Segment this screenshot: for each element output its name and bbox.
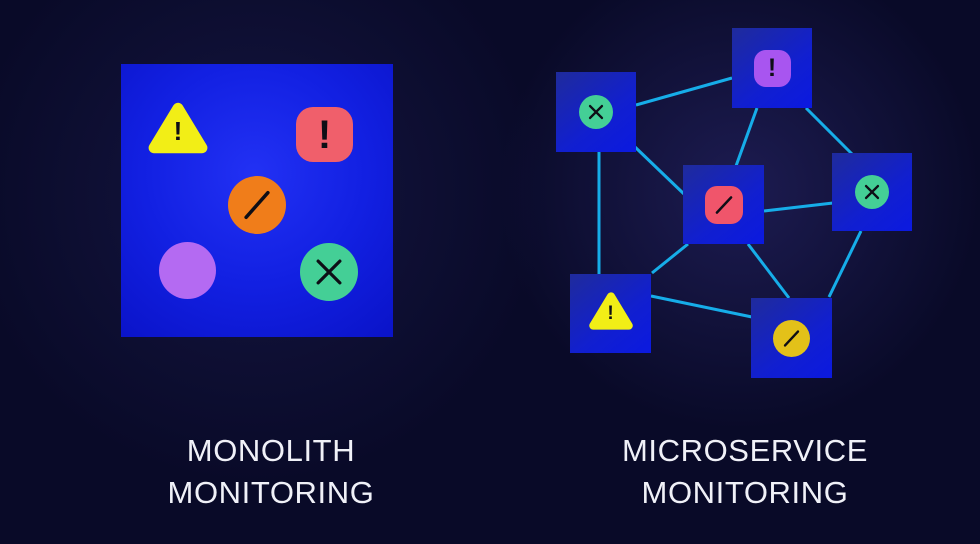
warning-triangle-icon: ! <box>147 101 209 155</box>
slash-glyph <box>783 329 800 347</box>
caption-line: MONOLITH <box>186 433 356 468</box>
exclamation-glyph: ! <box>173 116 183 146</box>
cross-circle-icon <box>300 243 358 301</box>
service-node-top-center: ! <box>732 28 812 108</box>
cross-glyph <box>588 104 604 120</box>
exclamation-glyph: ! <box>317 113 332 157</box>
slash-glyph <box>715 195 732 214</box>
cross-glyph <box>316 259 342 285</box>
service-node-right <box>832 153 912 231</box>
error-badge-icon: ! <box>296 107 353 162</box>
cross-glyph <box>864 184 880 200</box>
plain-circle-icon <box>159 242 216 299</box>
service-node-bottom-right <box>751 298 832 378</box>
service-node-bottom-left: ! <box>570 274 651 353</box>
exclamation-glyph: ! <box>767 53 777 82</box>
cross-circle-icon <box>855 175 889 209</box>
slash-badge-icon <box>704 185 743 224</box>
monolith-caption: MONOLITH MONITORING <box>71 430 471 514</box>
caption-line: MONITORING <box>167 475 375 510</box>
service-node-top-left <box>556 72 636 152</box>
warning-triangle-icon: ! <box>588 291 634 331</box>
cross-circle-icon <box>579 95 613 129</box>
exclamation-glyph: ! <box>607 302 614 324</box>
microservice-caption: MICROSERVICE MONITORING <box>545 430 945 514</box>
slash-circle-icon <box>228 176 286 234</box>
slash-circle-icon <box>773 319 810 357</box>
service-node-center <box>683 165 764 244</box>
slash-glyph <box>244 190 270 220</box>
monolith-container: ! ! <box>121 64 393 337</box>
triangle-shape <box>148 102 208 154</box>
error-badge-icon: ! <box>753 49 791 87</box>
caption-line: MICROSERVICE <box>621 433 869 468</box>
triangle-shape <box>588 291 633 330</box>
caption-line: MONITORING <box>641 475 849 510</box>
